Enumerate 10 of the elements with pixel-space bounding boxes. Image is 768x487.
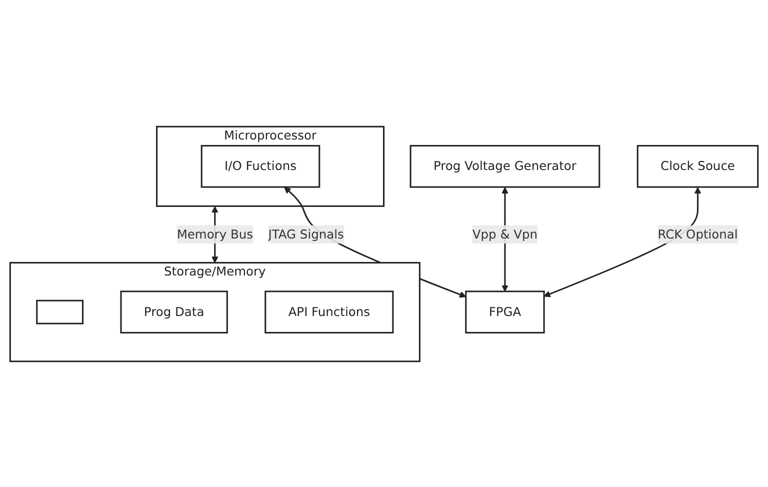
node-box: Clock Souce bbox=[636, 144, 759, 188]
node-box: Prog Data bbox=[120, 290, 228, 333]
node-box: Prog Voltage Generator bbox=[410, 144, 600, 188]
edge-label: Vpp & Vpn bbox=[472, 226, 538, 241]
node-box: I/O Fuctions bbox=[200, 144, 320, 188]
node-box: API Functions bbox=[264, 290, 394, 333]
node-box: FPGA bbox=[465, 290, 545, 333]
edge-label: Memory Bus bbox=[176, 226, 253, 241]
node-box bbox=[36, 299, 84, 324]
edge-label: RCK Optional bbox=[658, 226, 738, 241]
